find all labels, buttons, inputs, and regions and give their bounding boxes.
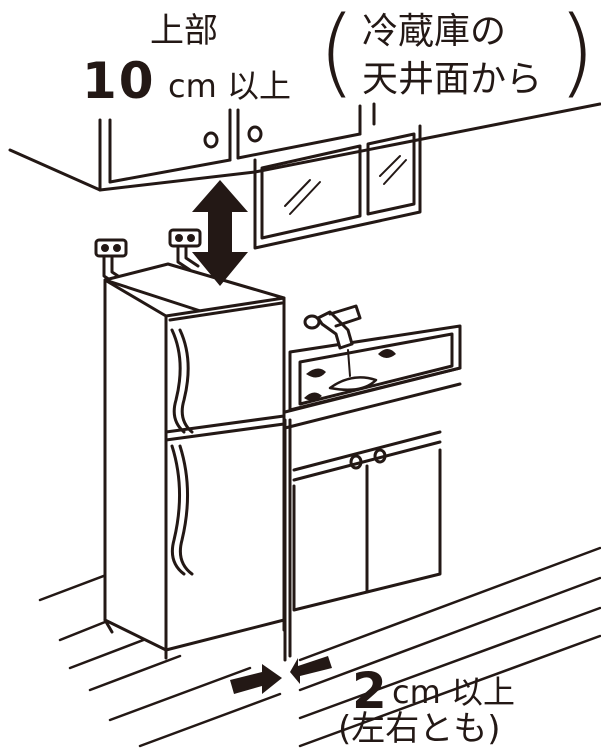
top-clearance-label: 上部 xyxy=(150,11,218,51)
double-arrow-vertical-icon xyxy=(192,180,248,286)
side-clearance-value: 2 xyxy=(352,662,387,720)
glass-cabinet xyxy=(255,126,420,248)
top-clearance-unit: cm 以上 xyxy=(168,67,291,105)
side-clearance-note: (左右とも) xyxy=(338,709,501,749)
arrow-left-icon xyxy=(290,656,332,684)
upper-cabinet xyxy=(10,104,600,190)
side-clearance-unit: cm 以上 xyxy=(392,673,515,711)
refrigerator xyxy=(105,264,284,658)
faucet-icon xyxy=(305,306,360,376)
top-clearance-value: 10 xyxy=(82,52,156,110)
close-parenthesis: ) xyxy=(558,0,596,108)
open-parenthesis: ( xyxy=(318,0,356,108)
water-splash xyxy=(304,349,396,401)
arrow-right-icon xyxy=(230,664,282,694)
floor-lines xyxy=(40,548,600,746)
top-clearance-note-line2: 天井面から xyxy=(362,59,543,100)
top-clearance-note-line1: 冷蔵庫の xyxy=(362,11,507,52)
